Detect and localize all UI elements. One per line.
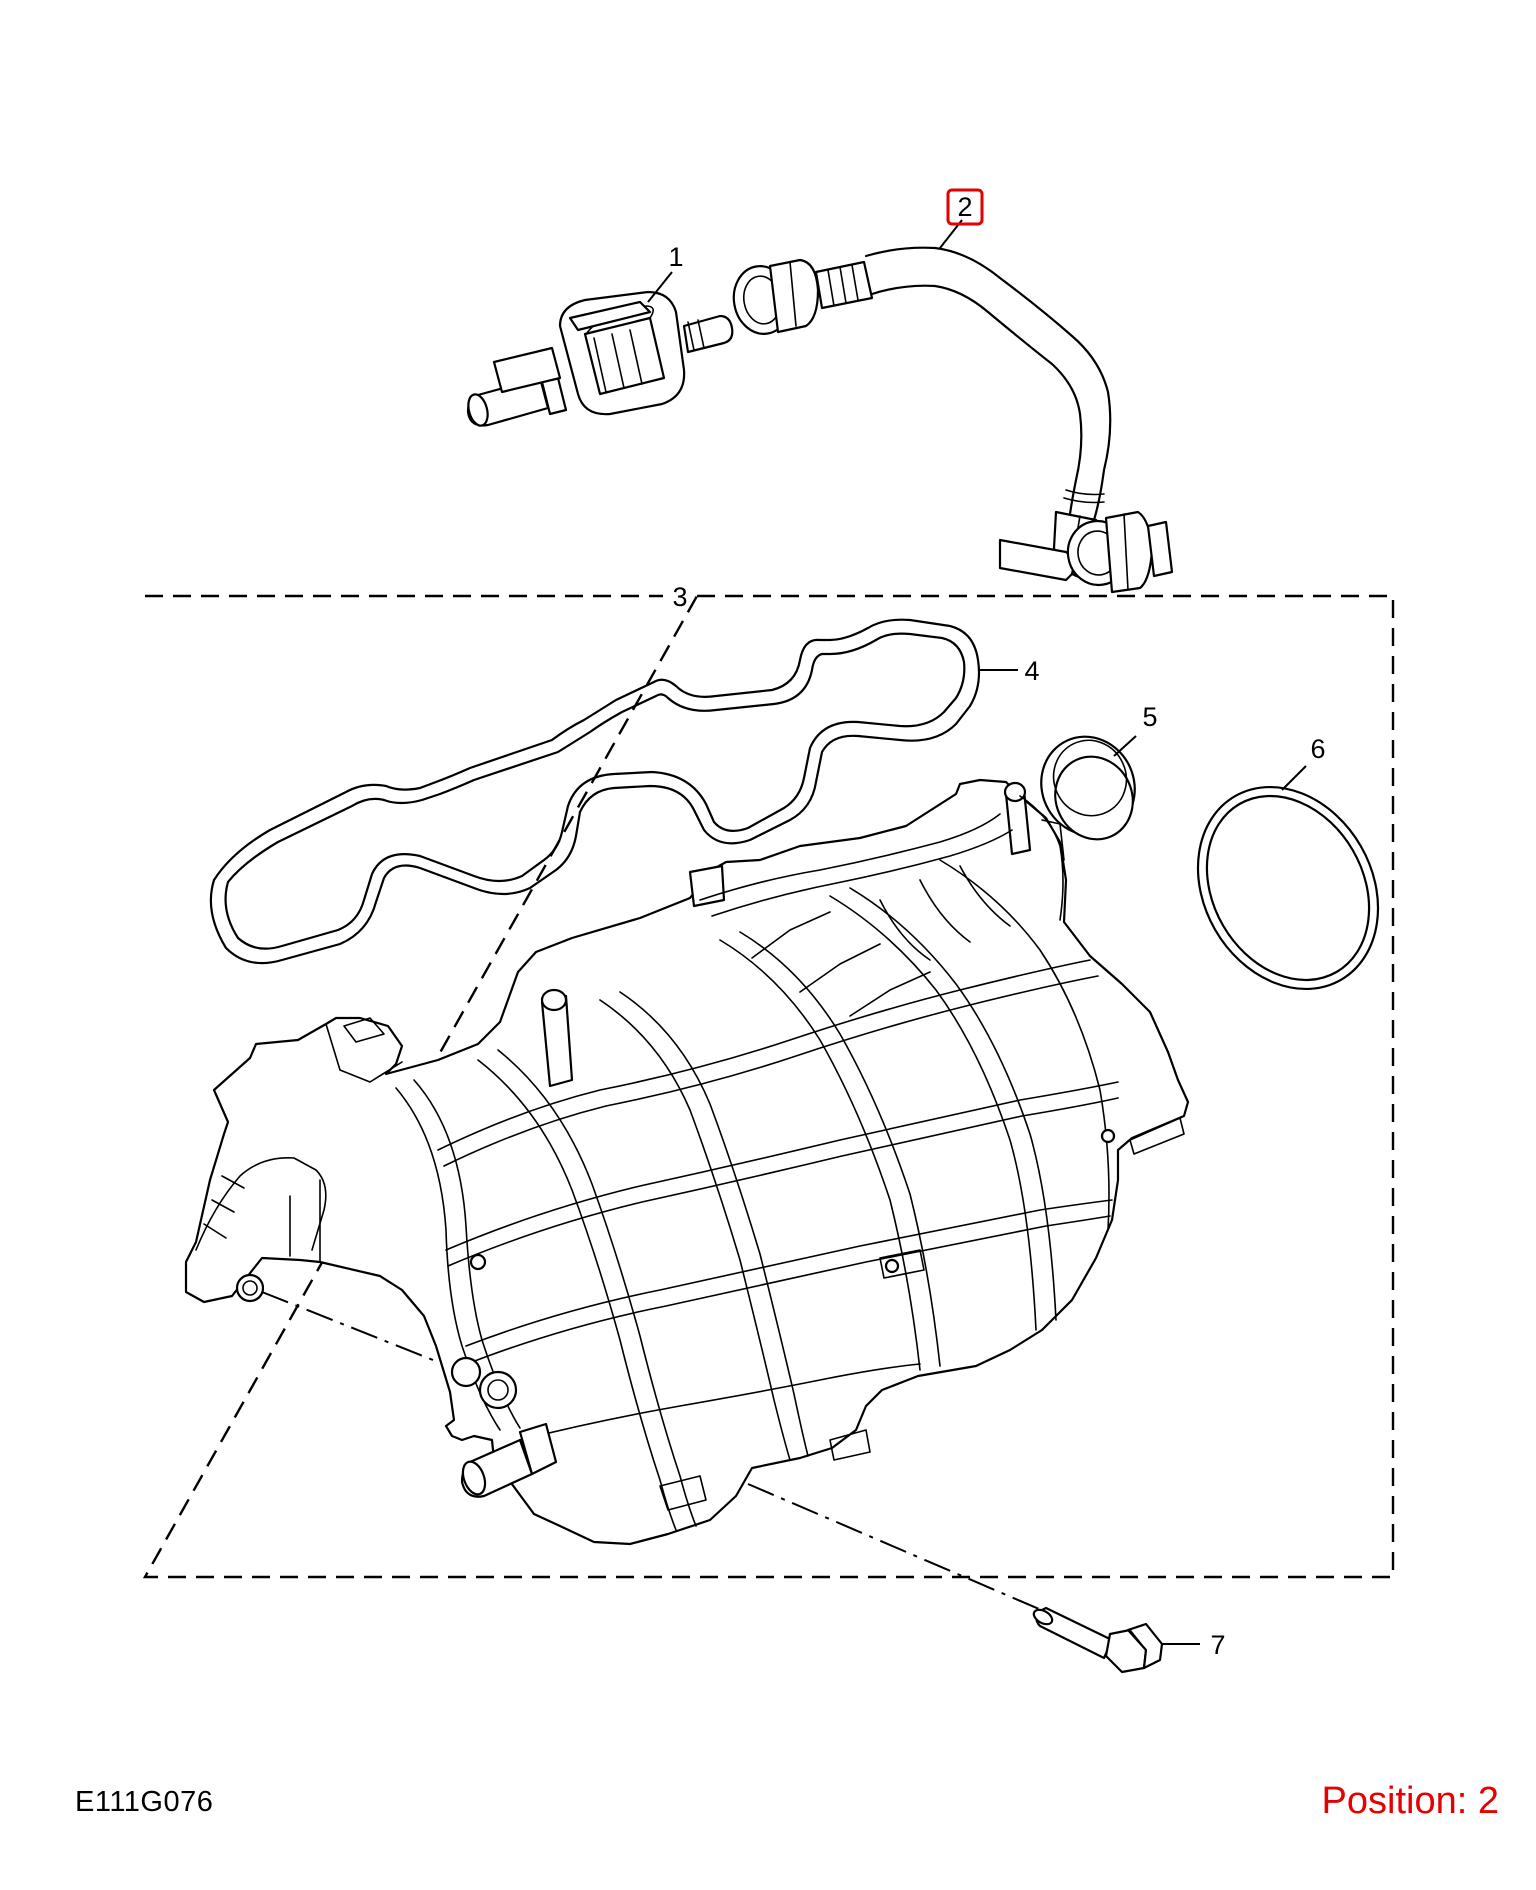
part-7-bolt[interactable] <box>1031 1606 1164 1674</box>
part-2-purge-hose[interactable] <box>729 246 1174 594</box>
part-1-purge-valve[interactable] <box>465 290 734 428</box>
callout-2[interactable]: 2 <box>957 192 972 222</box>
intake-manifold[interactable] <box>184 778 1190 1546</box>
position-label: Position: 2 <box>1321 1780 1499 1822</box>
callout-3[interactable]: 3 <box>672 582 687 612</box>
drawing-code: E111G076 <box>75 1786 214 1818</box>
callout-7[interactable]: 7 <box>1210 1630 1225 1660</box>
callout-1[interactable]: 1 <box>668 242 683 272</box>
part-6-large-seal[interactable] <box>1162 754 1413 1022</box>
part-5-small-seal[interactable] <box>1025 721 1151 852</box>
callout-4[interactable]: 4 <box>1024 656 1039 686</box>
alignment-lines <box>261 1291 1047 1613</box>
callout-5[interactable]: 5 <box>1142 702 1157 732</box>
callout-2-highlight <box>946 188 984 226</box>
leader-lines <box>647 219 1307 1645</box>
part-3-assembly-boundary <box>142 594 1395 1579</box>
callouts: 1 2 3 4 5 6 7 <box>668 188 1326 1660</box>
callout-6[interactable]: 6 <box>1310 734 1325 764</box>
part-4-intake-gasket[interactable] <box>209 618 981 965</box>
